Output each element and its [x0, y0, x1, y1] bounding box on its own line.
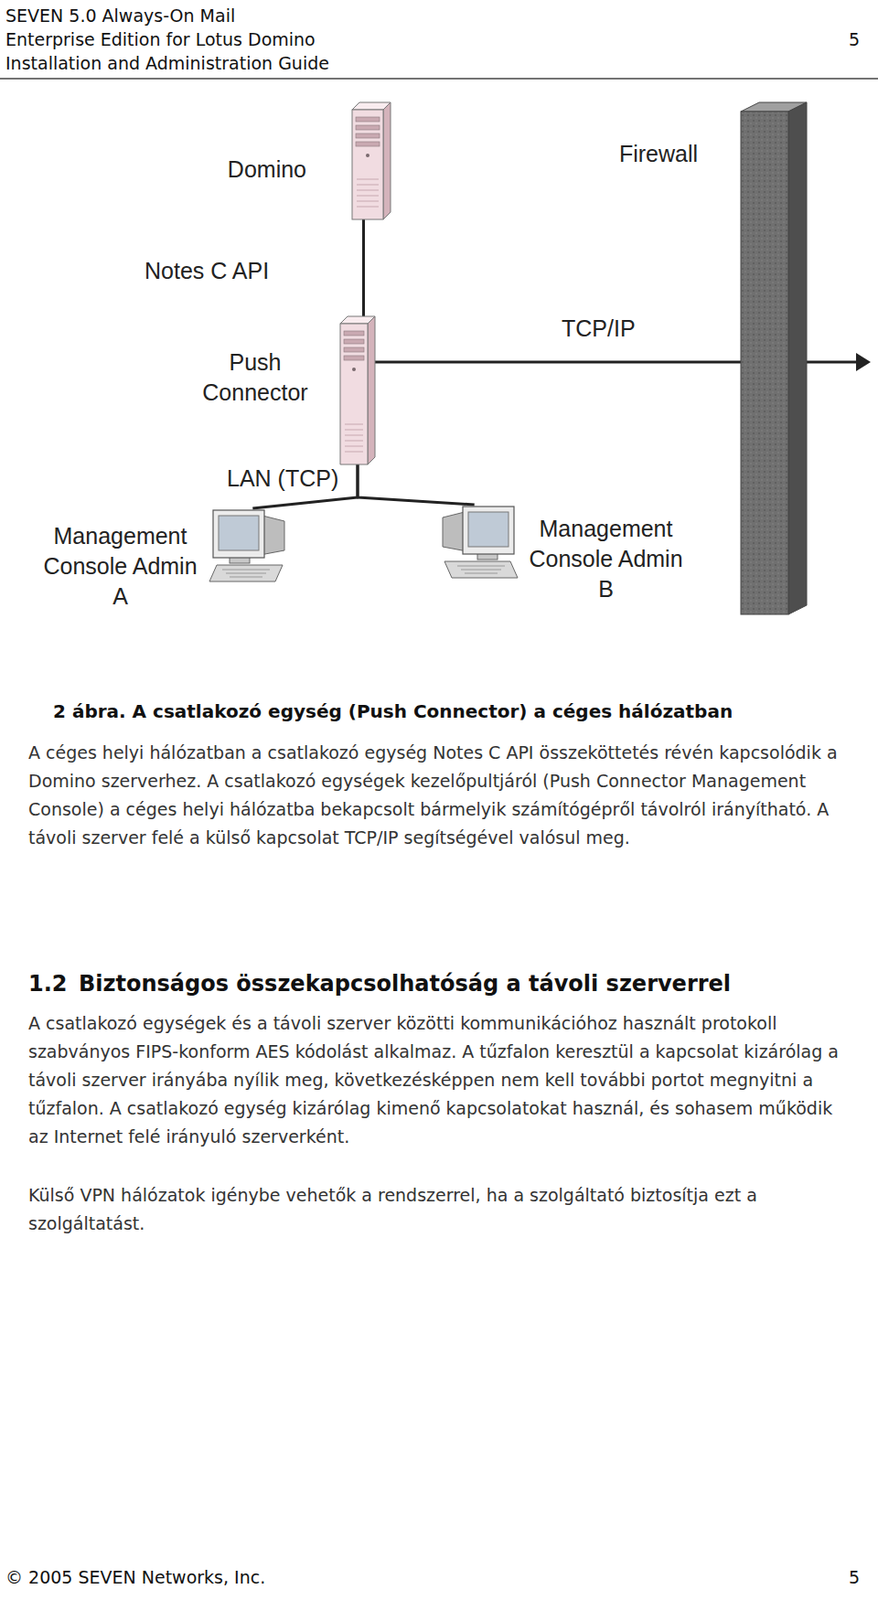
drive-bay — [355, 125, 380, 130]
node-label: Management Console Admin A — [40, 521, 201, 612]
power-button — [365, 153, 370, 158]
network-link — [362, 219, 365, 317]
push-connector-server: Push Connector — [340, 316, 375, 465]
drive-bay — [343, 355, 365, 361]
vent-slot — [356, 195, 379, 197]
link-label: TCP/IP — [559, 314, 638, 343]
figure-caption: 2 ábra. A csatlakozó egység (Push Connec… — [53, 698, 733, 725]
running-header: Enterprise Edition for Lotus Domino — [5, 27, 316, 52]
vent-slot — [344, 446, 364, 448]
node-label: Management Console Admin B — [525, 513, 686, 605]
vent-slot — [356, 190, 379, 192]
link-label: Notes C API — [142, 256, 271, 285]
link-label: LAN (TCP) — [224, 464, 341, 493]
node-label: Domino — [196, 154, 307, 185]
drive-bay — [355, 141, 380, 147]
body-paragraph: A céges helyi hálózatban a csatlakozó eg… — [28, 738, 857, 853]
drive-bay — [355, 117, 380, 122]
domino-server: Domino — [352, 102, 391, 220]
server-side — [383, 102, 391, 220]
running-header: Installation and Administration Guide — [5, 51, 330, 75]
page-number: 5 — [848, 27, 860, 52]
firewall-front — [740, 111, 789, 615]
header-rule — [0, 77, 878, 80]
footer-copyright: © 2005 SEVEN Networks, Inc. — [5, 1565, 266, 1590]
vent-slot — [344, 451, 364, 453]
outbound-line — [806, 361, 858, 365]
admin-console-b: Management Console Admin B — [439, 504, 518, 580]
server-front — [352, 109, 384, 220]
drive-bay — [343, 331, 365, 336]
vent-slot — [356, 201, 379, 203]
power-button — [352, 367, 356, 372]
server-side — [367, 316, 375, 465]
network-link — [357, 464, 475, 505]
drive-bay — [355, 133, 380, 139]
firewall-side — [788, 102, 807, 615]
node-icon — [340, 316, 375, 465]
outbound-arrowhead — [856, 353, 871, 372]
body-paragraph: A csatlakozó egységek és a távoli szerve… — [28, 1009, 857, 1152]
node-label: Firewall — [608, 139, 709, 170]
computer-icon — [209, 510, 285, 582]
section-heading: Biztonságos összekapcsolhatóság a távoli… — [78, 969, 731, 999]
page-number: 5 — [848, 1565, 860, 1590]
vent-slot — [356, 206, 379, 208]
node-icon — [740, 102, 807, 615]
running-header: SEVEN 5.0 Always-On Mail — [5, 3, 236, 28]
vent-slot — [356, 184, 379, 186]
drive-bay — [343, 339, 365, 344]
vent-slot — [344, 429, 364, 431]
node-icon — [352, 102, 391, 220]
vent-slot — [344, 440, 364, 442]
vent-slot — [344, 435, 364, 437]
node-icon — [439, 504, 518, 580]
body-paragraph: Külső VPN hálózatok igénybe vehetők a re… — [28, 1181, 857, 1239]
node-icon — [209, 508, 289, 584]
node-label: Push Connector — [186, 347, 324, 408]
drive-bay — [343, 347, 365, 353]
vent-slot — [356, 179, 379, 181]
computer-icon — [442, 506, 518, 579]
vent-slot — [344, 424, 364, 426]
server-front — [340, 323, 368, 465]
section-number: 1.2 — [28, 969, 68, 999]
firewall: Firewall — [740, 102, 807, 615]
admin-console-a: Management Console Admin A — [209, 508, 289, 584]
network-link — [374, 361, 741, 365]
